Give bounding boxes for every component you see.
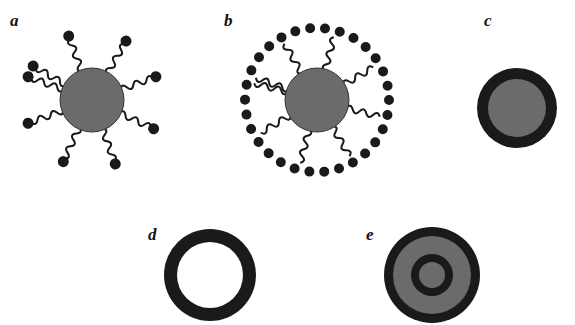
- vesicle-particle: [245, 28, 389, 172]
- panel-letter: c: [484, 12, 492, 29]
- core-shell-particle: [477, 68, 557, 148]
- panel-letter: a: [10, 12, 19, 29]
- panel-letter: b: [224, 12, 233, 29]
- hollow-particle: [164, 229, 256, 321]
- ligand-particle: [21, 29, 163, 171]
- multilayer-particle: [384, 227, 480, 323]
- panel-letter: d: [148, 226, 157, 243]
- panel-letter: e: [366, 226, 374, 243]
